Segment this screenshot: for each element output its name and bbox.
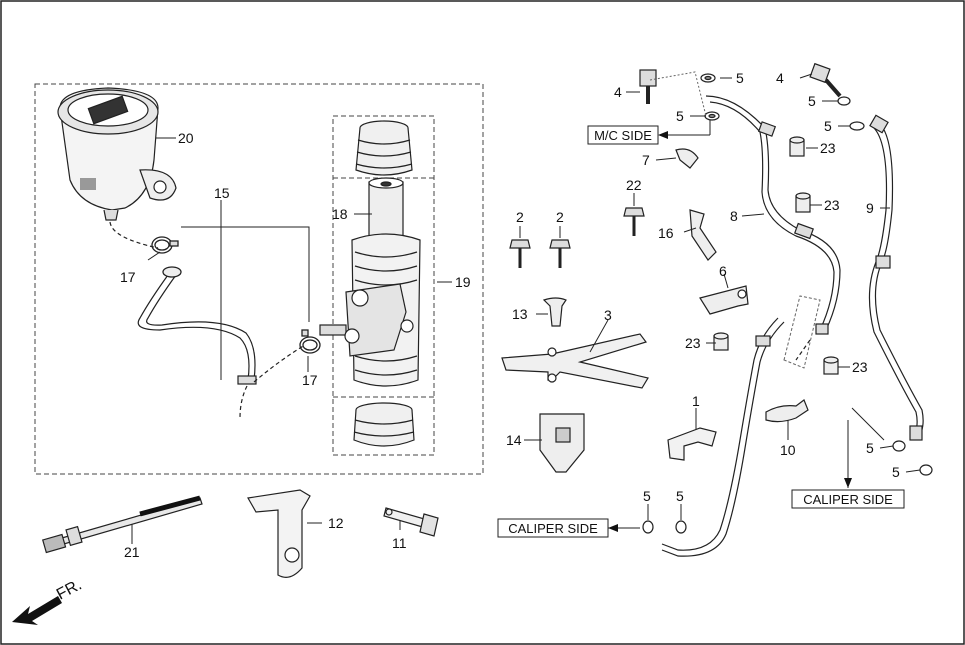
assembly-box bbox=[34, 83, 484, 475]
callout-17a: 17 bbox=[120, 269, 136, 285]
svg-text:CALIPER SIDE: CALIPER SIDE bbox=[508, 521, 598, 536]
callout-21: 21 bbox=[124, 544, 140, 560]
washer-5d bbox=[849, 121, 865, 131]
leader-15 bbox=[181, 226, 310, 322]
grommet-23b bbox=[795, 192, 811, 213]
caliper-side-label-left: CALIPER SIDE bbox=[497, 518, 640, 538]
leader-lines bbox=[131, 73, 921, 544]
callout-23d: 23 bbox=[852, 359, 868, 375]
callout-12: 12 bbox=[328, 515, 344, 531]
callout-5b: 5 bbox=[676, 108, 684, 124]
bolt-2a bbox=[509, 239, 531, 268]
callout-15: 15 bbox=[214, 185, 230, 201]
callout-7: 7 bbox=[642, 152, 650, 168]
callout-5c: 5 bbox=[808, 93, 816, 109]
callout-2b: 2 bbox=[556, 209, 564, 225]
clamp-10 bbox=[765, 399, 809, 423]
callout-19: 19 bbox=[455, 274, 471, 290]
bracket-1 bbox=[667, 427, 717, 461]
callout-3: 3 bbox=[604, 307, 612, 323]
brake-hose-lower bbox=[661, 317, 785, 557]
callout-2a: 2 bbox=[516, 209, 524, 225]
grommet-23c bbox=[713, 332, 729, 351]
grommet-23a bbox=[789, 136, 805, 157]
kit-box-19 bbox=[332, 115, 435, 456]
dust-boot-top bbox=[355, 120, 413, 176]
banjo-bolt-4b bbox=[809, 62, 842, 98]
pin-11 bbox=[383, 507, 439, 537]
washer-5a bbox=[700, 73, 716, 83]
callout-13: 13 bbox=[512, 306, 528, 322]
reservoir-hose bbox=[109, 221, 306, 419]
hose-clamp-upper bbox=[151, 236, 182, 278]
master-cylinder bbox=[319, 177, 421, 387]
callout-5e: 5 bbox=[643, 488, 651, 504]
washer-5g bbox=[892, 440, 906, 452]
callout-9: 9 bbox=[866, 200, 874, 216]
clamp-16 bbox=[689, 209, 717, 261]
washer-5b bbox=[704, 111, 720, 121]
callout-16: 16 bbox=[658, 225, 674, 241]
washer-5h bbox=[919, 464, 933, 476]
front-arrow: FR. bbox=[12, 576, 85, 625]
callout-4b: 4 bbox=[776, 70, 784, 86]
grommet-23d bbox=[823, 356, 839, 375]
callout-23c: 23 bbox=[685, 335, 701, 351]
brake-hose-8 bbox=[705, 95, 841, 361]
callout-5a: 5 bbox=[736, 70, 744, 86]
bracket-12 bbox=[247, 489, 311, 578]
callout-17b: 17 bbox=[302, 372, 318, 388]
clip-13 bbox=[542, 297, 567, 327]
push-rod bbox=[41, 495, 203, 554]
callout-5h: 5 bbox=[892, 464, 900, 480]
mc-side-label: M/C SIDE bbox=[587, 120, 711, 145]
hose-holder-3 bbox=[501, 333, 649, 389]
callout-20: 20 bbox=[178, 130, 194, 146]
washer-5e bbox=[642, 520, 654, 534]
svg-text:M/C SIDE: M/C SIDE bbox=[594, 128, 652, 143]
callout-23b: 23 bbox=[824, 197, 840, 213]
callout-8: 8 bbox=[730, 208, 738, 224]
reservoir bbox=[57, 87, 177, 221]
bolt-22 bbox=[623, 207, 645, 236]
callout-23a: 23 bbox=[820, 140, 836, 156]
hose-section-box bbox=[783, 295, 821, 369]
clamp-6 bbox=[699, 285, 749, 315]
callout-11: 11 bbox=[392, 535, 407, 551]
callout-10: 10 bbox=[780, 442, 796, 458]
callout-5g: 5 bbox=[866, 440, 874, 456]
callout-4a: 4 bbox=[614, 84, 622, 100]
bolt-2b bbox=[549, 239, 571, 268]
callout-22: 22 bbox=[626, 177, 642, 193]
washer-5f bbox=[675, 520, 687, 534]
banjo-bolt-4a bbox=[639, 69, 657, 104]
hose-clamp-lower bbox=[299, 329, 321, 354]
callout-18: 18 bbox=[332, 206, 348, 222]
callout-6: 6 bbox=[719, 263, 727, 279]
callout-5f: 5 bbox=[676, 488, 684, 504]
dust-boot-bottom bbox=[353, 402, 415, 447]
clamp-7 bbox=[675, 148, 699, 169]
callout-14: 14 bbox=[506, 432, 522, 448]
washer-5c bbox=[837, 96, 851, 106]
clip-14 bbox=[539, 413, 585, 473]
callout-5d: 5 bbox=[824, 118, 832, 134]
svg-text:CALIPER SIDE: CALIPER SIDE bbox=[803, 492, 893, 507]
brake-hose-9 bbox=[868, 114, 924, 441]
callout-1: 1 bbox=[692, 393, 700, 409]
caliper-side-label-right: CALIPER SIDE bbox=[791, 407, 905, 509]
